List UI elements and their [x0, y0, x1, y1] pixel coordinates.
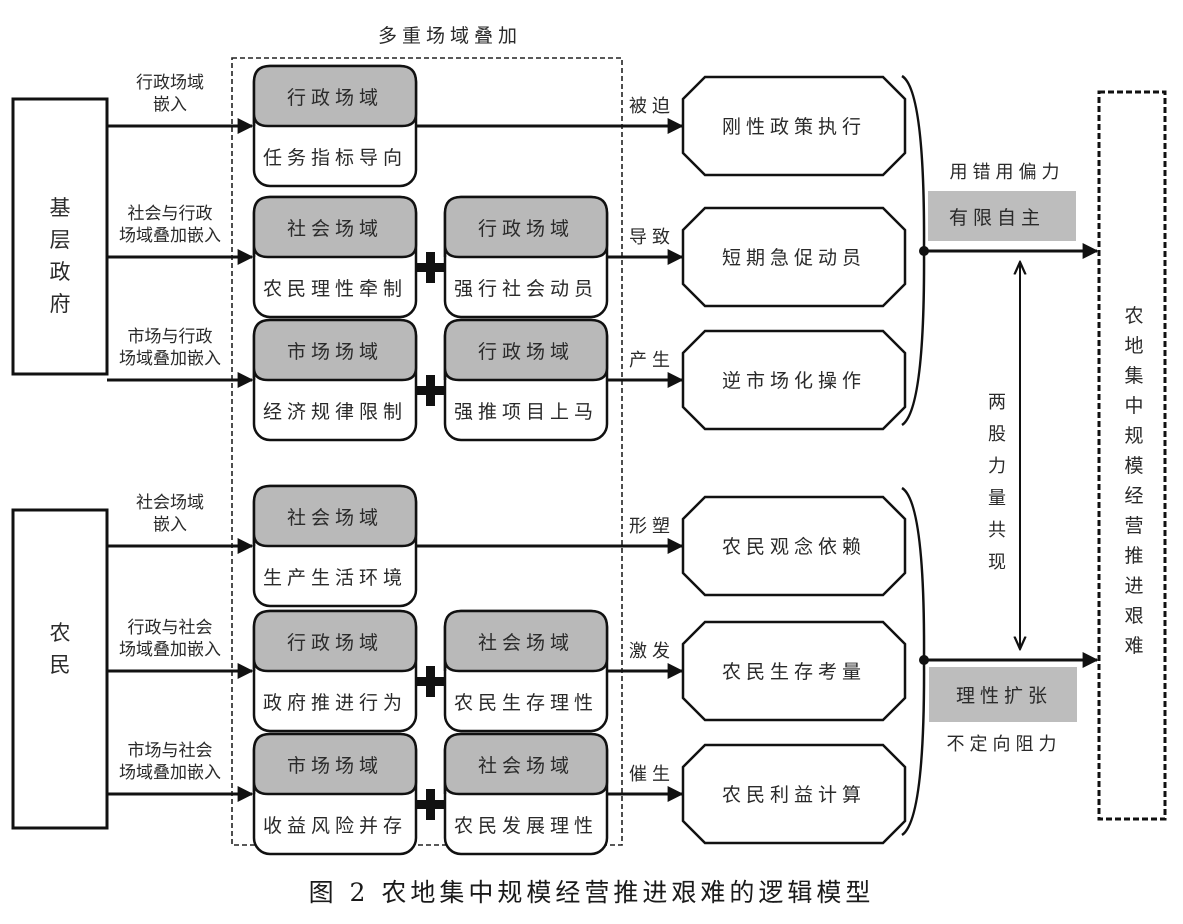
embed-label: 社会场域嵌入 — [136, 493, 204, 535]
actor-government-label: 基层政府 — [50, 196, 71, 316]
row-2: 社会与行政场域叠加嵌入社会场域农民理性牵制行政场域强行社会动员导致短期急促动员 — [107, 195, 907, 319]
verb-label: 形塑 — [629, 516, 675, 537]
row-6: 市场与社会场域叠加嵌入市场场域收益风险并存社会场域农民发展理性催生农民利益计算 — [107, 732, 907, 856]
field-header: 社会场域 — [478, 755, 574, 777]
outcome-box — [681, 329, 907, 431]
embed-label: 行政与社会场域叠加嵌入 — [119, 618, 221, 660]
field-box-header-bg — [443, 195, 609, 259]
force-lower: 理性扩张 不定向阻力 — [919, 652, 1099, 755]
field-header: 行政场域 — [478, 218, 574, 240]
field-box-header-bg — [252, 318, 418, 382]
verb-label: 产生 — [629, 350, 675, 371]
force-lower-label-below: 不定向阻力 — [947, 734, 1062, 755]
verb-label: 导致 — [629, 227, 675, 248]
verb-label: 激发 — [629, 641, 675, 662]
outcome-label: 农民生存考量 — [722, 661, 866, 683]
field-header: 行政场域 — [478, 341, 574, 363]
field-header: 市场场域 — [287, 341, 383, 363]
outcome-label: 短期急促动员 — [722, 247, 866, 269]
force-lower-box — [929, 667, 1077, 722]
multi-field-overlay-region — [231, 57, 623, 846]
field-body: 政府推进行为 — [263, 692, 407, 714]
field-box-header-bg — [252, 732, 418, 796]
field-box-header-bg — [443, 609, 609, 673]
actor-government: 基层政府 — [11, 97, 109, 376]
field-body: 农民生存理性 — [454, 692, 598, 714]
actor-farmers: 农民 — [11, 508, 109, 830]
outcome-box — [681, 75, 907, 177]
actor-farmers-label: 农民 — [50, 621, 71, 677]
field-box-header-bg — [252, 484, 418, 548]
field-box-header-bg — [252, 195, 418, 259]
field-header: 市场场域 — [287, 755, 383, 777]
plus-icon-vertical — [426, 375, 435, 406]
outcome-box — [681, 495, 907, 597]
outcome-box — [681, 620, 907, 722]
field-body: 农民发展理性 — [454, 815, 598, 837]
field-header: 行政场域 — [287, 87, 383, 109]
figure-caption: 图 2 农地集中规模经营推进艰难的逻辑模型 — [308, 878, 875, 907]
plus-icon-vertical — [426, 789, 435, 820]
field-box-header-bg — [252, 64, 418, 128]
field-body: 强推项目上马 — [454, 401, 598, 423]
overlay-title: 多重场域叠加 — [378, 25, 522, 47]
field-header: 社会场域 — [287, 218, 383, 240]
row-5: 行政与社会场域叠加嵌入行政场域政府推进行为社会场域农民生存理性激发农民生存考量 — [107, 609, 907, 733]
force-upper-box-label: 有限自主 — [949, 207, 1045, 229]
field-box-header-bg — [443, 732, 609, 796]
plus-icon-vertical — [426, 252, 435, 283]
force-upper: 用错用偏力 有限自主 — [919, 162, 1099, 259]
field-body: 强行社会动员 — [454, 278, 598, 300]
verb-label: 催生 — [629, 764, 675, 785]
plus-icon-vertical — [426, 666, 435, 697]
field-header: 行政场域 — [287, 632, 383, 654]
outcome-label: 逆市场化操作 — [722, 370, 866, 392]
field-body: 任务指标导向 — [263, 147, 407, 169]
row-3: 市场与行政场域叠加嵌入市场场域经济规律限制行政场域强推项目上马产生逆市场化操作 — [107, 318, 907, 442]
result-label: 农地集中规模经营推进艰难 — [1124, 305, 1143, 657]
co-occurrence-label: 两股力量共现 — [988, 392, 1006, 573]
field-header: 社会场域 — [287, 507, 383, 529]
force-lower-box-label: 理性扩张 — [956, 685, 1052, 707]
field-body: 经济规律限制 — [263, 401, 407, 423]
outcome-label: 刚性政策执行 — [722, 116, 866, 138]
verb-label: 被迫 — [629, 96, 675, 117]
outcome-label: 农民利益计算 — [722, 784, 866, 806]
result-box — [1097, 90, 1167, 821]
embed-label: 市场与行政场域叠加嵌入 — [119, 327, 221, 369]
field-header: 社会场域 — [478, 632, 574, 654]
force-upper-box — [928, 191, 1076, 241]
embed-label: 社会与行政场域叠加嵌入 — [119, 204, 221, 246]
outcome-box — [681, 206, 907, 308]
field-body: 生产生活环境 — [263, 567, 407, 589]
field-body: 农民理性牵制 — [263, 278, 407, 300]
rows-layer: 行政场域嵌入行政场域任务指标导向被迫刚性政策执行社会与行政场域叠加嵌入社会场域农… — [107, 64, 907, 856]
force-upper-label-above: 用错用偏力 — [950, 162, 1065, 183]
field-box-header-bg — [252, 609, 418, 673]
embed-label: 行政场域嵌入 — [136, 73, 204, 115]
outcome-label: 农民观念依赖 — [722, 535, 866, 558]
embed-label: 市场与社会场域叠加嵌入 — [119, 741, 221, 783]
field-body: 收益风险并存 — [263, 815, 407, 837]
field-box-header-bg — [443, 318, 609, 382]
outcome-box — [681, 743, 907, 845]
